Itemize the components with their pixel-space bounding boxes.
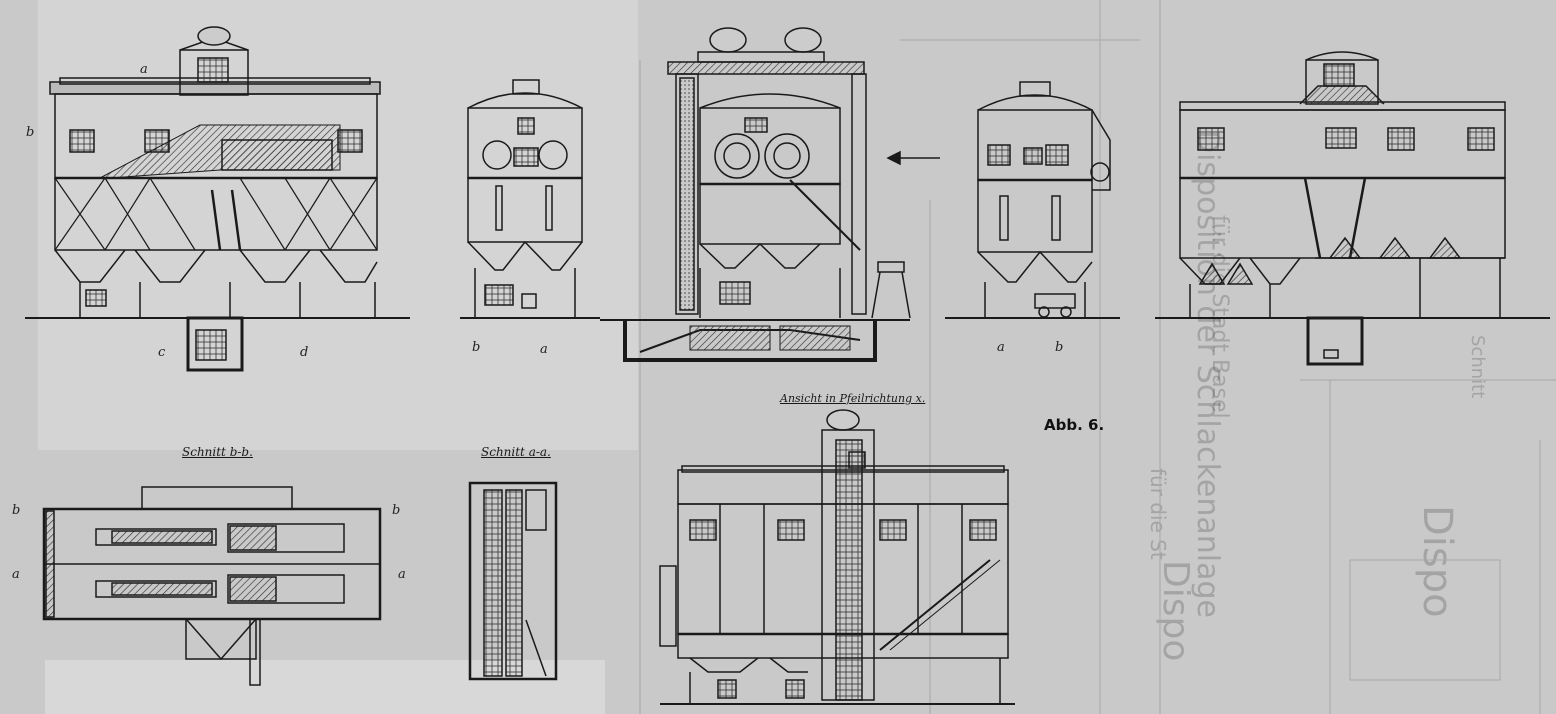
elevation-side-right (945, 81, 1120, 319)
elevation-side-narrow (460, 79, 600, 319)
section-aa (468, 481, 558, 681)
view-title-arrow-x: Ansicht in Pfeilrichtung x. (780, 392, 926, 405)
section-mark-a-top: a (140, 62, 148, 77)
elevation-left (25, 26, 410, 372)
plan-section-bb (42, 486, 382, 686)
section-mark-b-side3: b (1055, 340, 1064, 355)
ghost-lines (639, 0, 1556, 714)
elevation-view-x (659, 409, 1015, 705)
elevation-right (1155, 51, 1550, 366)
section-mark-a-left: a (12, 567, 20, 582)
section-mark-a-side3: a (997, 340, 1005, 355)
paper-patch-left (38, 0, 638, 450)
section-title-aa: Schnitt a-a. (481, 445, 551, 459)
figure-label: Abb. 6. (1044, 416, 1105, 434)
section-mark-b-side: b (26, 125, 35, 140)
section-mark-c-left: c (158, 345, 166, 360)
section-mark-d-left: d (300, 345, 309, 360)
section-mark-a-side2: a (540, 342, 548, 357)
section-mark-a-right: a (398, 567, 406, 582)
section-mark-b-side2: b (472, 340, 481, 355)
section-title-bb: Schnitt b-b. (182, 445, 253, 459)
section-central (600, 27, 940, 362)
section-mark-b-right: b (392, 503, 401, 518)
section-mark-b-left: b (12, 503, 21, 518)
